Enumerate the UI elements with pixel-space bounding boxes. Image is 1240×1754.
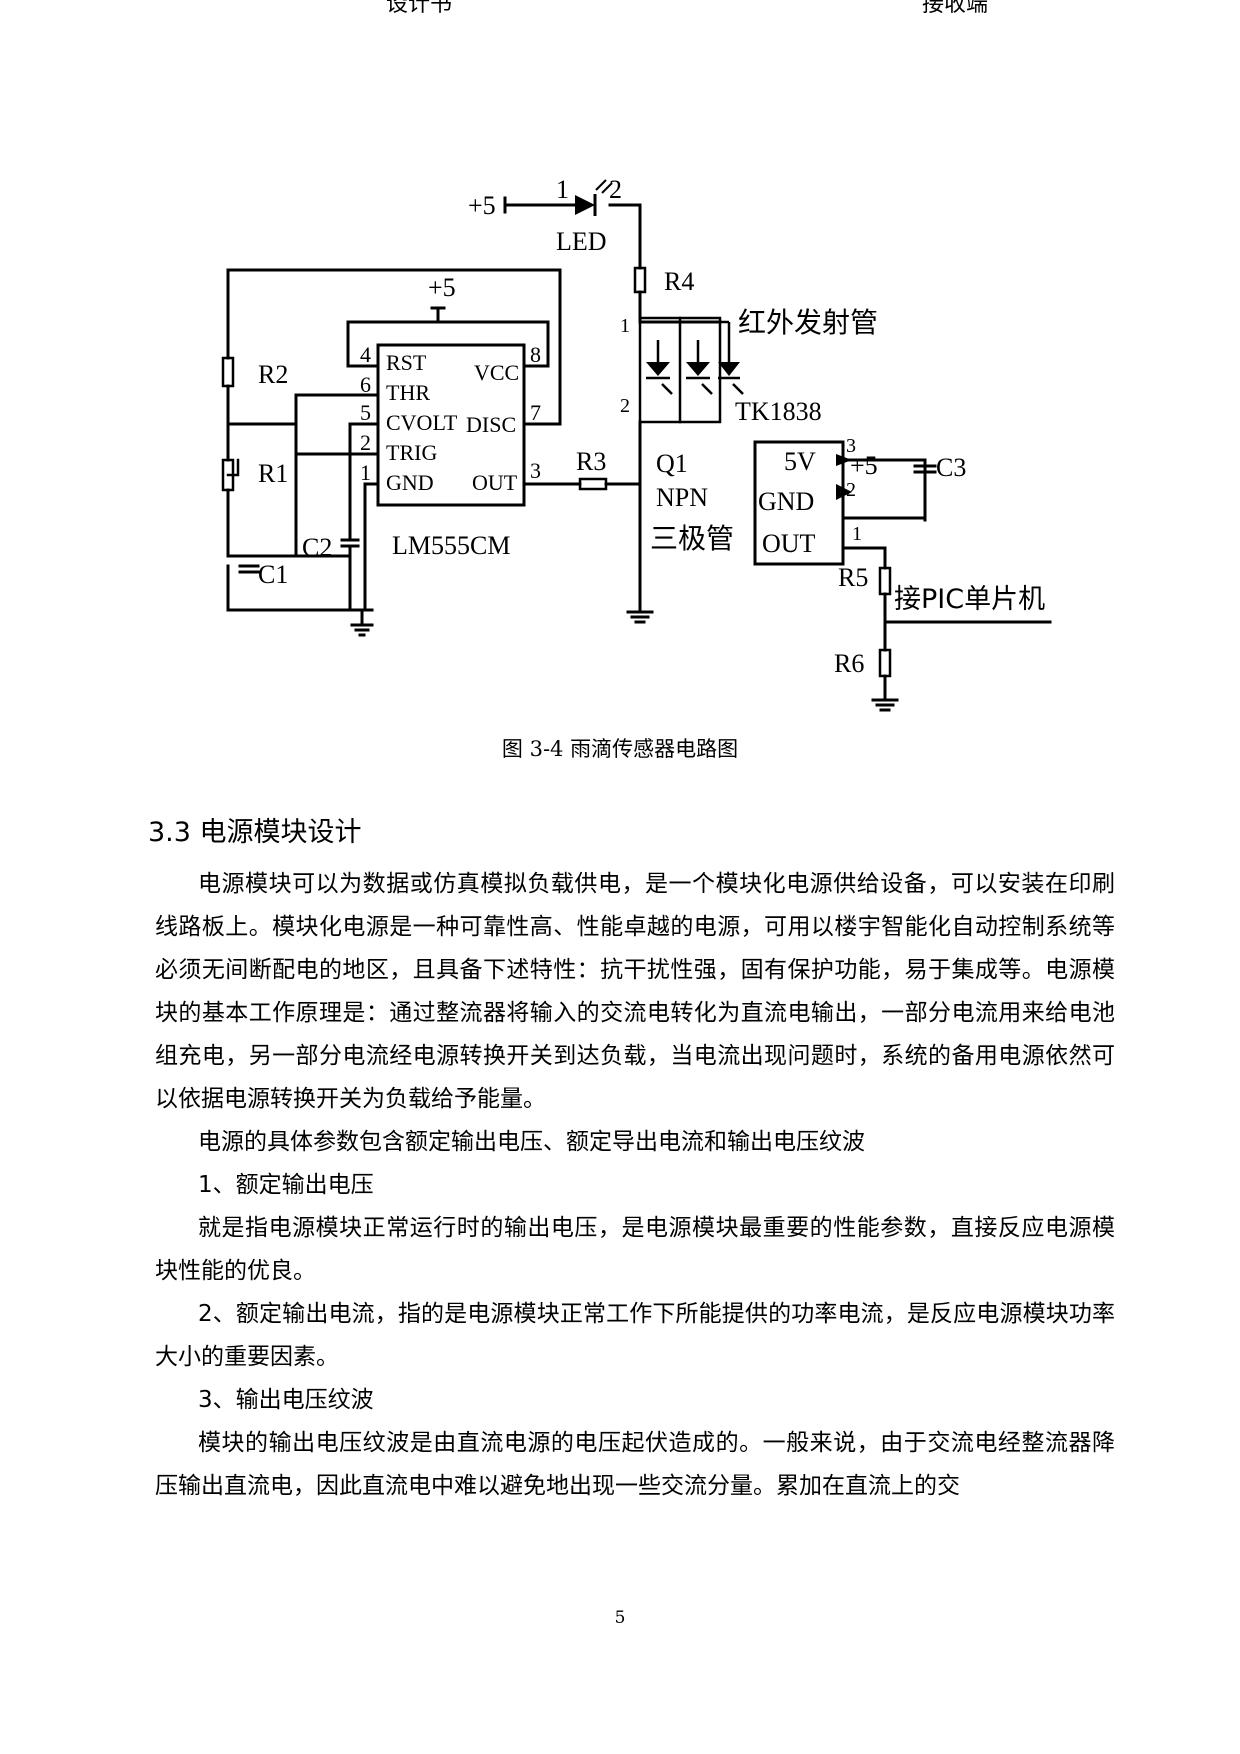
pin8-number: 8: [530, 342, 541, 367]
rx-pin1-label: 1: [852, 523, 862, 545]
paragraph: 2、额定输出电流，指的是电源模块正常工作下所能提供的功率电流，是反应电源模块功率…: [155, 1301, 1115, 1370]
rx-gnd-label: GND: [758, 487, 814, 516]
pin5-number: 5: [360, 400, 371, 425]
c2-label: C2: [302, 533, 332, 562]
r5-label: R5: [838, 563, 868, 592]
section-heading: 3.3 电源模块设计: [148, 817, 362, 848]
paragraph: 就是指电源模块正常运行时的输出电压，是电源模块最重要的性能参数，直接反应电源模块…: [155, 1215, 1115, 1284]
tk1838-label: TK1838: [735, 397, 822, 426]
led-pin1-label: 1: [556, 175, 569, 204]
pin7-number: 7: [530, 400, 541, 425]
rx-plus5-label: +5: [850, 451, 878, 480]
npn-label: NPN: [656, 483, 708, 512]
body-text: 电源模块可以为数据或仿真模拟负载供电，是一个模块化电源供给设备，可以安装在印刷线…: [155, 863, 1115, 1508]
pin2-number: 2: [360, 430, 371, 455]
rst-pin-label: RST: [386, 350, 427, 375]
pin3-number: 3: [530, 458, 541, 483]
ir-pin1-label: 1: [620, 315, 630, 337]
paragraph: 模块的输出电压纹波是由直流电源的电压起伏造成的。一般来说，由于交流电经整流器降压…: [155, 1430, 1115, 1499]
paragraph: 电源模块可以为数据或仿真模拟负载供电，是一个模块化电源供给设备，可以安装在印刷线…: [155, 871, 1115, 1112]
rx-5v-label: 5V: [784, 447, 816, 476]
disc-pin-label: DISC: [466, 412, 516, 437]
r3-label: R3: [576, 447, 606, 476]
transistor-label: 三极管: [650, 522, 734, 555]
led-label: LED: [556, 227, 607, 256]
rain-sensor-circuit-diagram: +5 1 2 LED R4 红外发射管 TK1838 +5 R2 R1 C1 C…: [221, 175, 1052, 712]
out-pin-label: OUT: [472, 470, 518, 495]
vcc-pin-label: VCC: [474, 360, 519, 385]
q1-label: Q1: [656, 449, 688, 478]
r1-label: R1: [258, 459, 288, 488]
paragraph: 电源的具体参数包含额定输出电压、额定导出电流和输出电压纹波: [198, 1129, 865, 1155]
paragraph: 3、输出电压纹波: [198, 1387, 374, 1413]
header-fragment-right: 接收端: [922, 0, 989, 17]
rx-pin2-label: 2: [846, 479, 856, 501]
thr-pin-label: THR: [386, 380, 430, 405]
ir-pin2-label: 2: [620, 395, 630, 417]
pin4-number: 4: [360, 342, 371, 367]
c1-label: C1: [258, 560, 288, 589]
gnd-pin-label: GND: [386, 470, 434, 495]
cvolt-pin-label: CVOLT: [386, 410, 458, 435]
c3-label: C3: [936, 453, 966, 482]
plus5-supply-label: +5: [468, 191, 496, 220]
trig-pin-label: TRIG: [386, 440, 437, 465]
rx-pin3-label: 3: [846, 435, 856, 457]
paragraph: 1、额定输出电压: [198, 1172, 374, 1198]
rx-out-label: OUT: [762, 529, 816, 558]
ir-emitter-label: 红外发射管: [738, 306, 878, 339]
page-number: 5: [614, 1608, 626, 1628]
pin1-number: 1: [360, 460, 371, 485]
ic-plus5-label: +5: [428, 273, 456, 302]
figure-caption: 图 3-4 雨滴传感器电路图: [501, 737, 739, 761]
r2-label: R2: [258, 360, 288, 389]
to-pic-label: 接PIC单片机: [894, 584, 1045, 615]
led-pin2-label: 2: [609, 175, 622, 204]
r6-label: R6: [834, 649, 864, 678]
pin6-number: 6: [360, 372, 371, 397]
r4-label: R4: [664, 267, 694, 296]
ic-name-label: LM555CM: [392, 531, 510, 560]
header-fragment-left: 设计书: [386, 0, 453, 17]
